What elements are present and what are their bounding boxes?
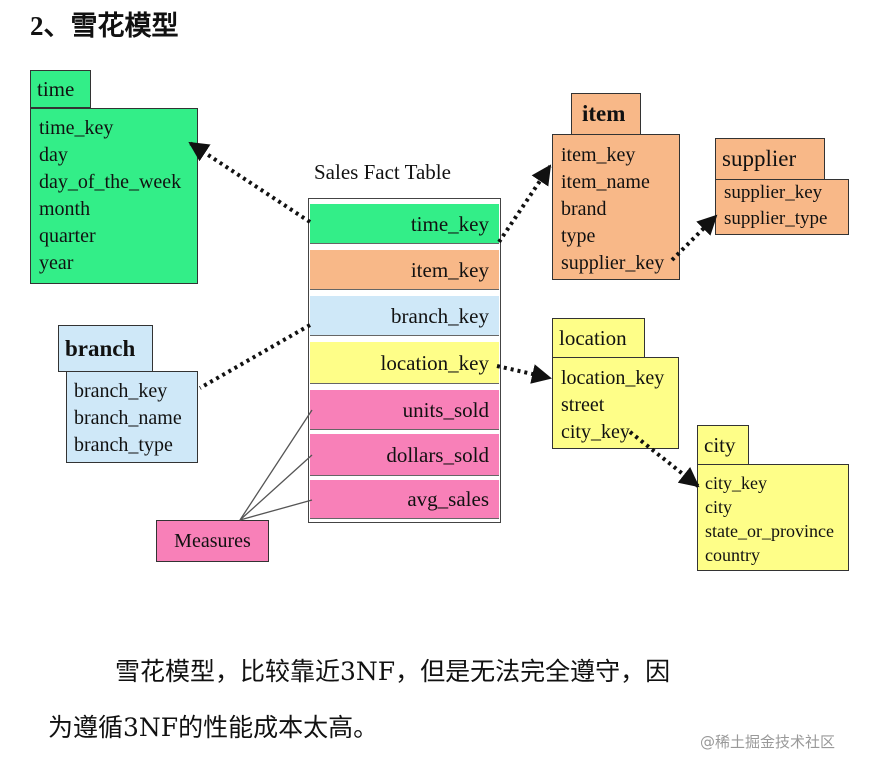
supplier-table-body: supplier_key supplier_type <box>715 179 849 235</box>
connector-time <box>188 141 312 224</box>
fact-row-units-sold: units_sold <box>310 390 499 430</box>
time-table-header: time <box>30 70 91 108</box>
item-field-supplier-key: supplier_key <box>561 252 665 274</box>
city-table-body: city_key city state_or_province country <box>697 464 849 571</box>
fact-table-title: Sales Fact Table <box>314 160 451 184</box>
item-table-body: item_key item_name brand type supplier_k… <box>552 134 680 280</box>
item-table-fields: item_key item_name brand type supplier_k… <box>561 142 679 277</box>
supplier-table-fields: supplier_key supplier_type <box>724 180 848 232</box>
location-field-street: street <box>561 394 605 416</box>
location-table-fields: location_key street city_key <box>561 365 678 446</box>
item-field-item-name: item_name <box>561 171 650 193</box>
supplier-field-supplier-type: supplier_type <box>724 208 828 229</box>
fact-row-avg-sales: avg_sales <box>310 480 499 519</box>
time-field-year: year <box>39 252 74 274</box>
city-field-country: country <box>705 545 760 565</box>
connector-location <box>496 364 552 384</box>
branch-field-branch-name: branch_name <box>74 407 182 429</box>
city-table-fields: city_key city state_or_province country <box>705 471 848 567</box>
time-field-day-of-the-week: day_of_the_week <box>39 171 182 193</box>
item-field-type: type <box>561 225 596 247</box>
fact-row-location-key: location_key <box>310 342 499 384</box>
connector-branch <box>199 323 311 390</box>
watermark: @稀土掘金技术社区 <box>700 733 836 751</box>
branch-field-branch-type: branch_type <box>74 434 173 456</box>
time-table-fields: time_key day day_of_the_week month quart… <box>39 115 197 277</box>
paragraph-line-2: 为遵循3NF的性能成本太高。 <box>48 713 379 742</box>
section-heading: 2、雪花模型 <box>30 11 179 41</box>
measures-pointer-avg <box>239 499 313 521</box>
city-field-state-or-province: state_or_province <box>705 521 834 541</box>
location-table-body: location_key street city_key <box>552 357 679 449</box>
fact-row-time-key: time_key <box>310 204 499 244</box>
measures-pointer-dollars <box>239 454 313 521</box>
time-field-month: month <box>39 198 91 220</box>
fact-row-dollars-sold: dollars_sold <box>310 434 499 476</box>
time-field-quarter: quarter <box>39 225 96 247</box>
connector-supplier <box>670 214 718 262</box>
branch-table-fields: branch_key branch_name branch_type <box>74 378 197 459</box>
measures-pointer-units <box>239 409 313 521</box>
city-field-city: city <box>705 497 732 517</box>
branch-table-header: branch <box>58 325 153 372</box>
supplier-field-supplier-key: supplier_key <box>724 182 823 203</box>
location-field-location-key: location_key <box>561 367 665 389</box>
fact-row-branch-key: branch_key <box>310 296 499 336</box>
measures-label: Measures <box>156 520 269 562</box>
connector-city <box>628 430 700 488</box>
fact-row-item-key: item_key <box>310 250 499 290</box>
item-field-brand: brand <box>561 198 607 220</box>
city-field-city-key: city_key <box>705 473 767 493</box>
item-field-item-key: item_key <box>561 144 636 166</box>
branch-field-branch-key: branch_key <box>74 380 168 402</box>
location-field-city-key: city_key <box>561 421 630 443</box>
time-table-body: time_key day day_of_the_week month quart… <box>30 108 198 284</box>
branch-table-body: branch_key branch_name branch_type <box>66 371 198 463</box>
time-field-time-key: time_key <box>39 117 114 139</box>
time-field-day: day <box>39 144 68 166</box>
supplier-table-header: supplier <box>715 138 825 180</box>
connector-item <box>497 164 552 244</box>
paragraph-line-1: 雪花模型，比较靠近3NF，但是无法完全遵守，因 <box>115 657 671 686</box>
